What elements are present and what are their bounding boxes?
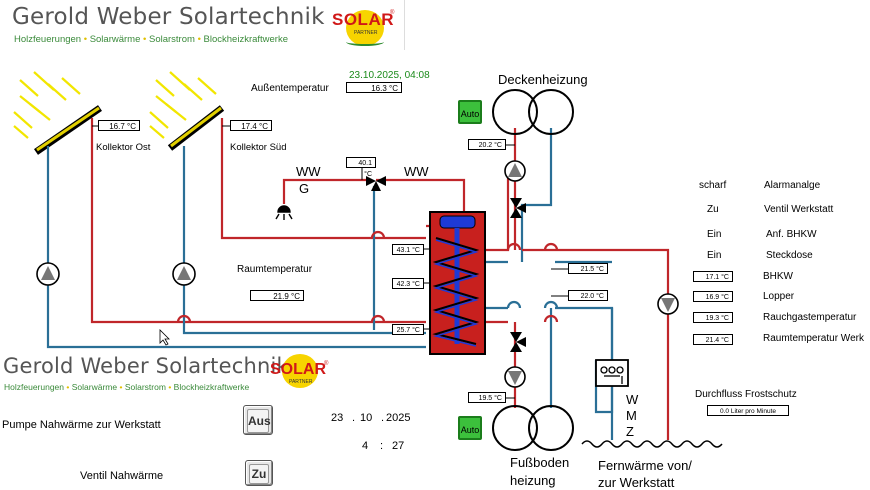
- ww-g-label: G: [299, 181, 310, 196]
- pump-ceiling: [504, 160, 526, 182]
- pump-south: [172, 262, 196, 286]
- ceiling-heating-label: Deckenheizung: [498, 72, 588, 87]
- solar-partner-logo-top: SOLAR ® PARTNER: [332, 4, 396, 48]
- status-valve-label: Ventil Werkstatt: [764, 204, 834, 215]
- ceiling-heat-exchanger: [492, 89, 574, 135]
- clock-hour: 4: [362, 440, 369, 452]
- valve-closed-button[interactable]: Zu: [245, 460, 273, 486]
- mixing-valve-floor: [510, 332, 526, 352]
- collector-east-temp: 16.7 °C: [98, 120, 140, 131]
- reading-fluegas-value: 19.3 °C: [693, 312, 733, 323]
- district-heating-label-2: zur Werkstatt: [598, 475, 675, 490]
- status-socket-label: Steckdose: [766, 250, 813, 261]
- reading-workshop-room-value: 21.4 °C: [693, 334, 733, 345]
- clock-year: 2025: [386, 412, 411, 424]
- collector-east-label: Kollektor Ost: [96, 142, 151, 153]
- heat-meter-icon: [595, 359, 629, 387]
- district-heating-label-1: Fernwärme von/: [598, 458, 692, 473]
- clock-dot-2: .: [381, 412, 385, 424]
- mixing-valve-ceiling: [510, 198, 526, 218]
- wmz-label-z: Z: [626, 424, 634, 439]
- sun-rays-south: [149, 71, 217, 139]
- brand-title-top: Gerold Weber Solartechnik: [12, 4, 325, 30]
- pump-network: [657, 293, 679, 315]
- floor-heat-exchanger: [492, 405, 574, 451]
- outdoor-temp-label: Außentemperatur: [251, 83, 329, 94]
- ground-line: [581, 440, 723, 448]
- status-socket-state: Ein: [707, 250, 722, 261]
- status-bhkw-state: Ein: [707, 229, 722, 240]
- outdoor-temp-value: 16.3 °C: [346, 82, 402, 93]
- status-alarm-state: scharf: [699, 180, 727, 191]
- tank-heater-cap: [439, 215, 476, 229]
- network-temp-lower: 22.0 °C: [568, 290, 608, 301]
- ww-left-label: WW: [296, 164, 321, 179]
- reading-workshop-room-label: Raumtemperatur Werk: [763, 333, 864, 344]
- tank-middle-temp: 42.3 °C: [392, 278, 424, 289]
- shower-icon: [275, 205, 293, 220]
- clock-dot-1: .: [352, 412, 356, 424]
- floor-heating-label-2: heizung: [510, 473, 556, 488]
- wmz-label-m: M: [626, 408, 637, 423]
- tank-heat-coil: [432, 237, 480, 345]
- clock-minute: 27: [392, 440, 405, 452]
- flow-value: 0.0 Liter pro Minute: [707, 405, 789, 416]
- collector-south-temp: 17.4 °C: [230, 120, 272, 131]
- flow-label: Durchfluss Frostschutz: [695, 389, 797, 400]
- reading-bhkw-label: BHKW: [763, 271, 793, 282]
- status-alarm-label: Alarmanalge: [764, 180, 821, 191]
- mouse-cursor-icon: [159, 329, 170, 346]
- wmz-label-w: W: [626, 392, 639, 407]
- reading-lopper-value: 16.9 °C: [693, 291, 733, 302]
- ceiling-temp: 20.2 °C: [468, 139, 506, 150]
- reading-bhkw-value: 17.1 °C: [693, 271, 733, 282]
- tank-top-temp: 43.1 °C: [392, 244, 424, 255]
- floor-heating-label-1: Fußboden: [510, 455, 570, 470]
- pump-off-button[interactable]: Aus: [243, 405, 273, 435]
- ww-temp: 40.1 °C: [346, 157, 376, 178]
- room-temp-label: Raumtemperatur: [237, 264, 313, 275]
- ww-right-label: WW: [404, 164, 429, 179]
- reading-lopper-label: Lopper: [763, 291, 795, 302]
- brand-title-bottom: Gerold Weber Solartechnik: [3, 354, 289, 378]
- room-temp-value: 21.9 °C: [250, 290, 304, 301]
- brand-tagline-bottom: Holzfeuerungen • Solarwärme • Solarstrom…: [4, 382, 250, 392]
- network-temp-upper: 21.5 °C: [568, 263, 608, 274]
- solar-partner-logo-bottom: SOLAR ® PARTNER: [270, 352, 330, 392]
- status-valve-state: Zu: [707, 204, 719, 215]
- ceiling-auto-button[interactable]: Auto: [458, 100, 482, 124]
- floor-auto-button[interactable]: Auto: [458, 416, 482, 440]
- clock-month: 10: [360, 412, 373, 424]
- pump-floor: [504, 366, 526, 388]
- brand-tagline-top: Holzfeuerungen • Solarwärme • Solarstrom…: [14, 34, 289, 45]
- pump-werkstatt-label: Pumpe Nahwärme zur Werkstatt: [2, 419, 161, 431]
- timestamp: 23.10.2025, 04:08: [349, 70, 430, 81]
- clock-colon: :: [380, 440, 384, 452]
- mixing-valve-ww: [366, 176, 386, 191]
- collector-south-label: Kollektor Süd: [230, 142, 287, 153]
- clock-day: 23: [331, 412, 344, 424]
- status-bhkw-label: Anf. BHKW: [766, 229, 817, 240]
- reading-fluegas-label: Rauchgastemperatur: [763, 312, 857, 323]
- pump-east: [36, 262, 60, 286]
- sun-rays-east: [13, 71, 81, 139]
- valve-nahwaerme-label: Ventil Nahwärme: [80, 470, 164, 482]
- tank-bottom-temp: 25.7 °C: [392, 324, 424, 335]
- floor-temp: 19.5 °C: [468, 392, 506, 403]
